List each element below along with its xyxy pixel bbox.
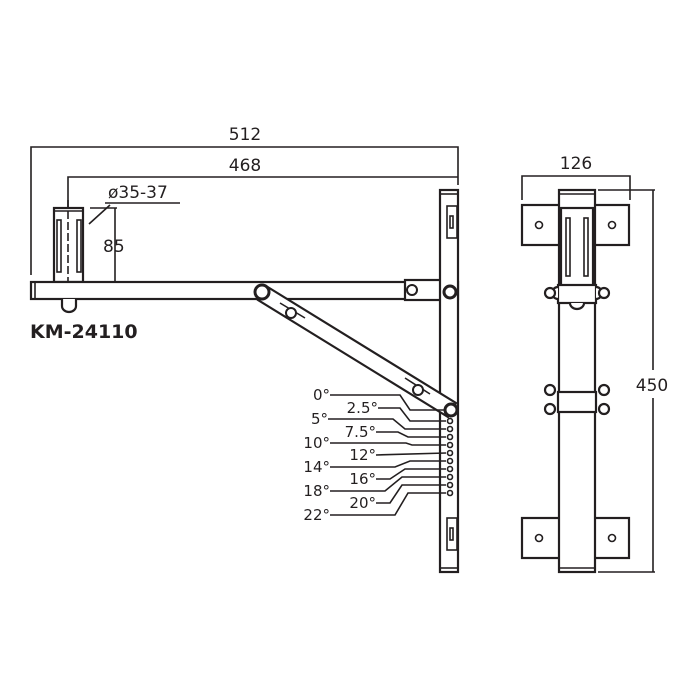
drawing-line [446, 425, 454, 433]
drawing-line [446, 517, 458, 551]
angle-label: 0° [313, 386, 330, 404]
drawing-line [442, 284, 458, 300]
angle-label: 20° [349, 494, 376, 512]
drawing-line [446, 433, 454, 441]
drawing-line [330, 476, 446, 492]
drawing-line [446, 449, 454, 457]
drawing-line [56, 219, 62, 273]
wall-plate [438, 188, 460, 574]
drawing-line [29, 280, 460, 301]
drawing-line [443, 402, 459, 418]
drawing-line [597, 286, 611, 300]
drawing-line [565, 217, 571, 277]
side-view: 126 450 [520, 154, 668, 574]
dimension-468: 468 [67, 156, 458, 282]
drawing-line [534, 220, 544, 230]
drawing-line [446, 465, 454, 473]
drawing-line [597, 402, 611, 416]
angle-holes [446, 417, 454, 497]
horizontal-arm [29, 278, 460, 314]
drawing-line [256, 284, 458, 419]
drawing-line [60, 299, 78, 314]
drawing-line [583, 217, 589, 277]
drawing-line [446, 489, 454, 497]
drawing-line [607, 533, 617, 543]
angle-label: 5° [311, 410, 328, 428]
drawing-line [446, 205, 458, 239]
angle-label: 2.5° [347, 399, 378, 417]
dimension-label-512: 512 [229, 125, 261, 145]
drawing-line [543, 383, 557, 397]
drawing-line [446, 473, 454, 481]
angle-label: 7.5° [345, 423, 376, 441]
drawing-line [330, 394, 445, 411]
drawing-line [449, 215, 454, 229]
drawing-line [534, 533, 544, 543]
drawing-line [438, 188, 460, 574]
model-number: KM-24110 [30, 321, 138, 343]
drawing-line [556, 390, 598, 414]
dimension-label-diameter: ø35-37 [108, 183, 168, 203]
drawing-line [446, 417, 454, 425]
angle-label: 16° [349, 470, 376, 488]
dimension-512: 512 [30, 125, 459, 275]
angle-label: 14° [303, 458, 330, 476]
drawing-line [76, 219, 82, 273]
angle-label: 12° [349, 446, 376, 464]
drawing-line [253, 283, 271, 301]
drawing-line [330, 492, 446, 516]
drawing-line [378, 407, 446, 422]
drawing-line [446, 457, 454, 465]
drawing-line [607, 220, 617, 230]
drawing-line [376, 484, 446, 504]
drawing-line [328, 418, 446, 430]
dimension-label-85: 85 [103, 237, 125, 257]
drawing-line [568, 302, 586, 311]
drawing-line [449, 527, 454, 541]
dimension-label-126: 126 [560, 154, 592, 174]
drawing-line [330, 442, 446, 446]
drawing-line [30, 146, 459, 275]
drawing-line [543, 286, 557, 300]
angle-label: 22° [303, 506, 330, 524]
drawing-line [376, 468, 446, 480]
dimension-diameter: ø35-37 [88, 183, 180, 225]
drawing-line [446, 481, 454, 489]
drawing-line [406, 284, 418, 296]
drawing-line [376, 431, 446, 438]
drawing-line [375, 452, 447, 456]
drawing-line [521, 175, 631, 200]
dimension-85: 85 [90, 207, 125, 282]
drawing-line [597, 383, 611, 397]
drawing-line [556, 283, 598, 305]
dimension-label-468: 468 [229, 156, 261, 176]
drawing-line [285, 307, 297, 319]
dimension-label-450: 450 [636, 376, 668, 396]
angle-label: 18° [303, 482, 330, 500]
angle-label: 10° [303, 434, 330, 452]
drawing-line [446, 441, 454, 449]
drawing-line [412, 384, 424, 396]
diagonal-brace [256, 284, 458, 419]
angle-scale: 0° 2.5° 5° 7.5° 10° 12° 14° 16° 18° 20° … [303, 386, 447, 524]
drawing-line [330, 460, 446, 468]
drawing-line [543, 402, 557, 416]
